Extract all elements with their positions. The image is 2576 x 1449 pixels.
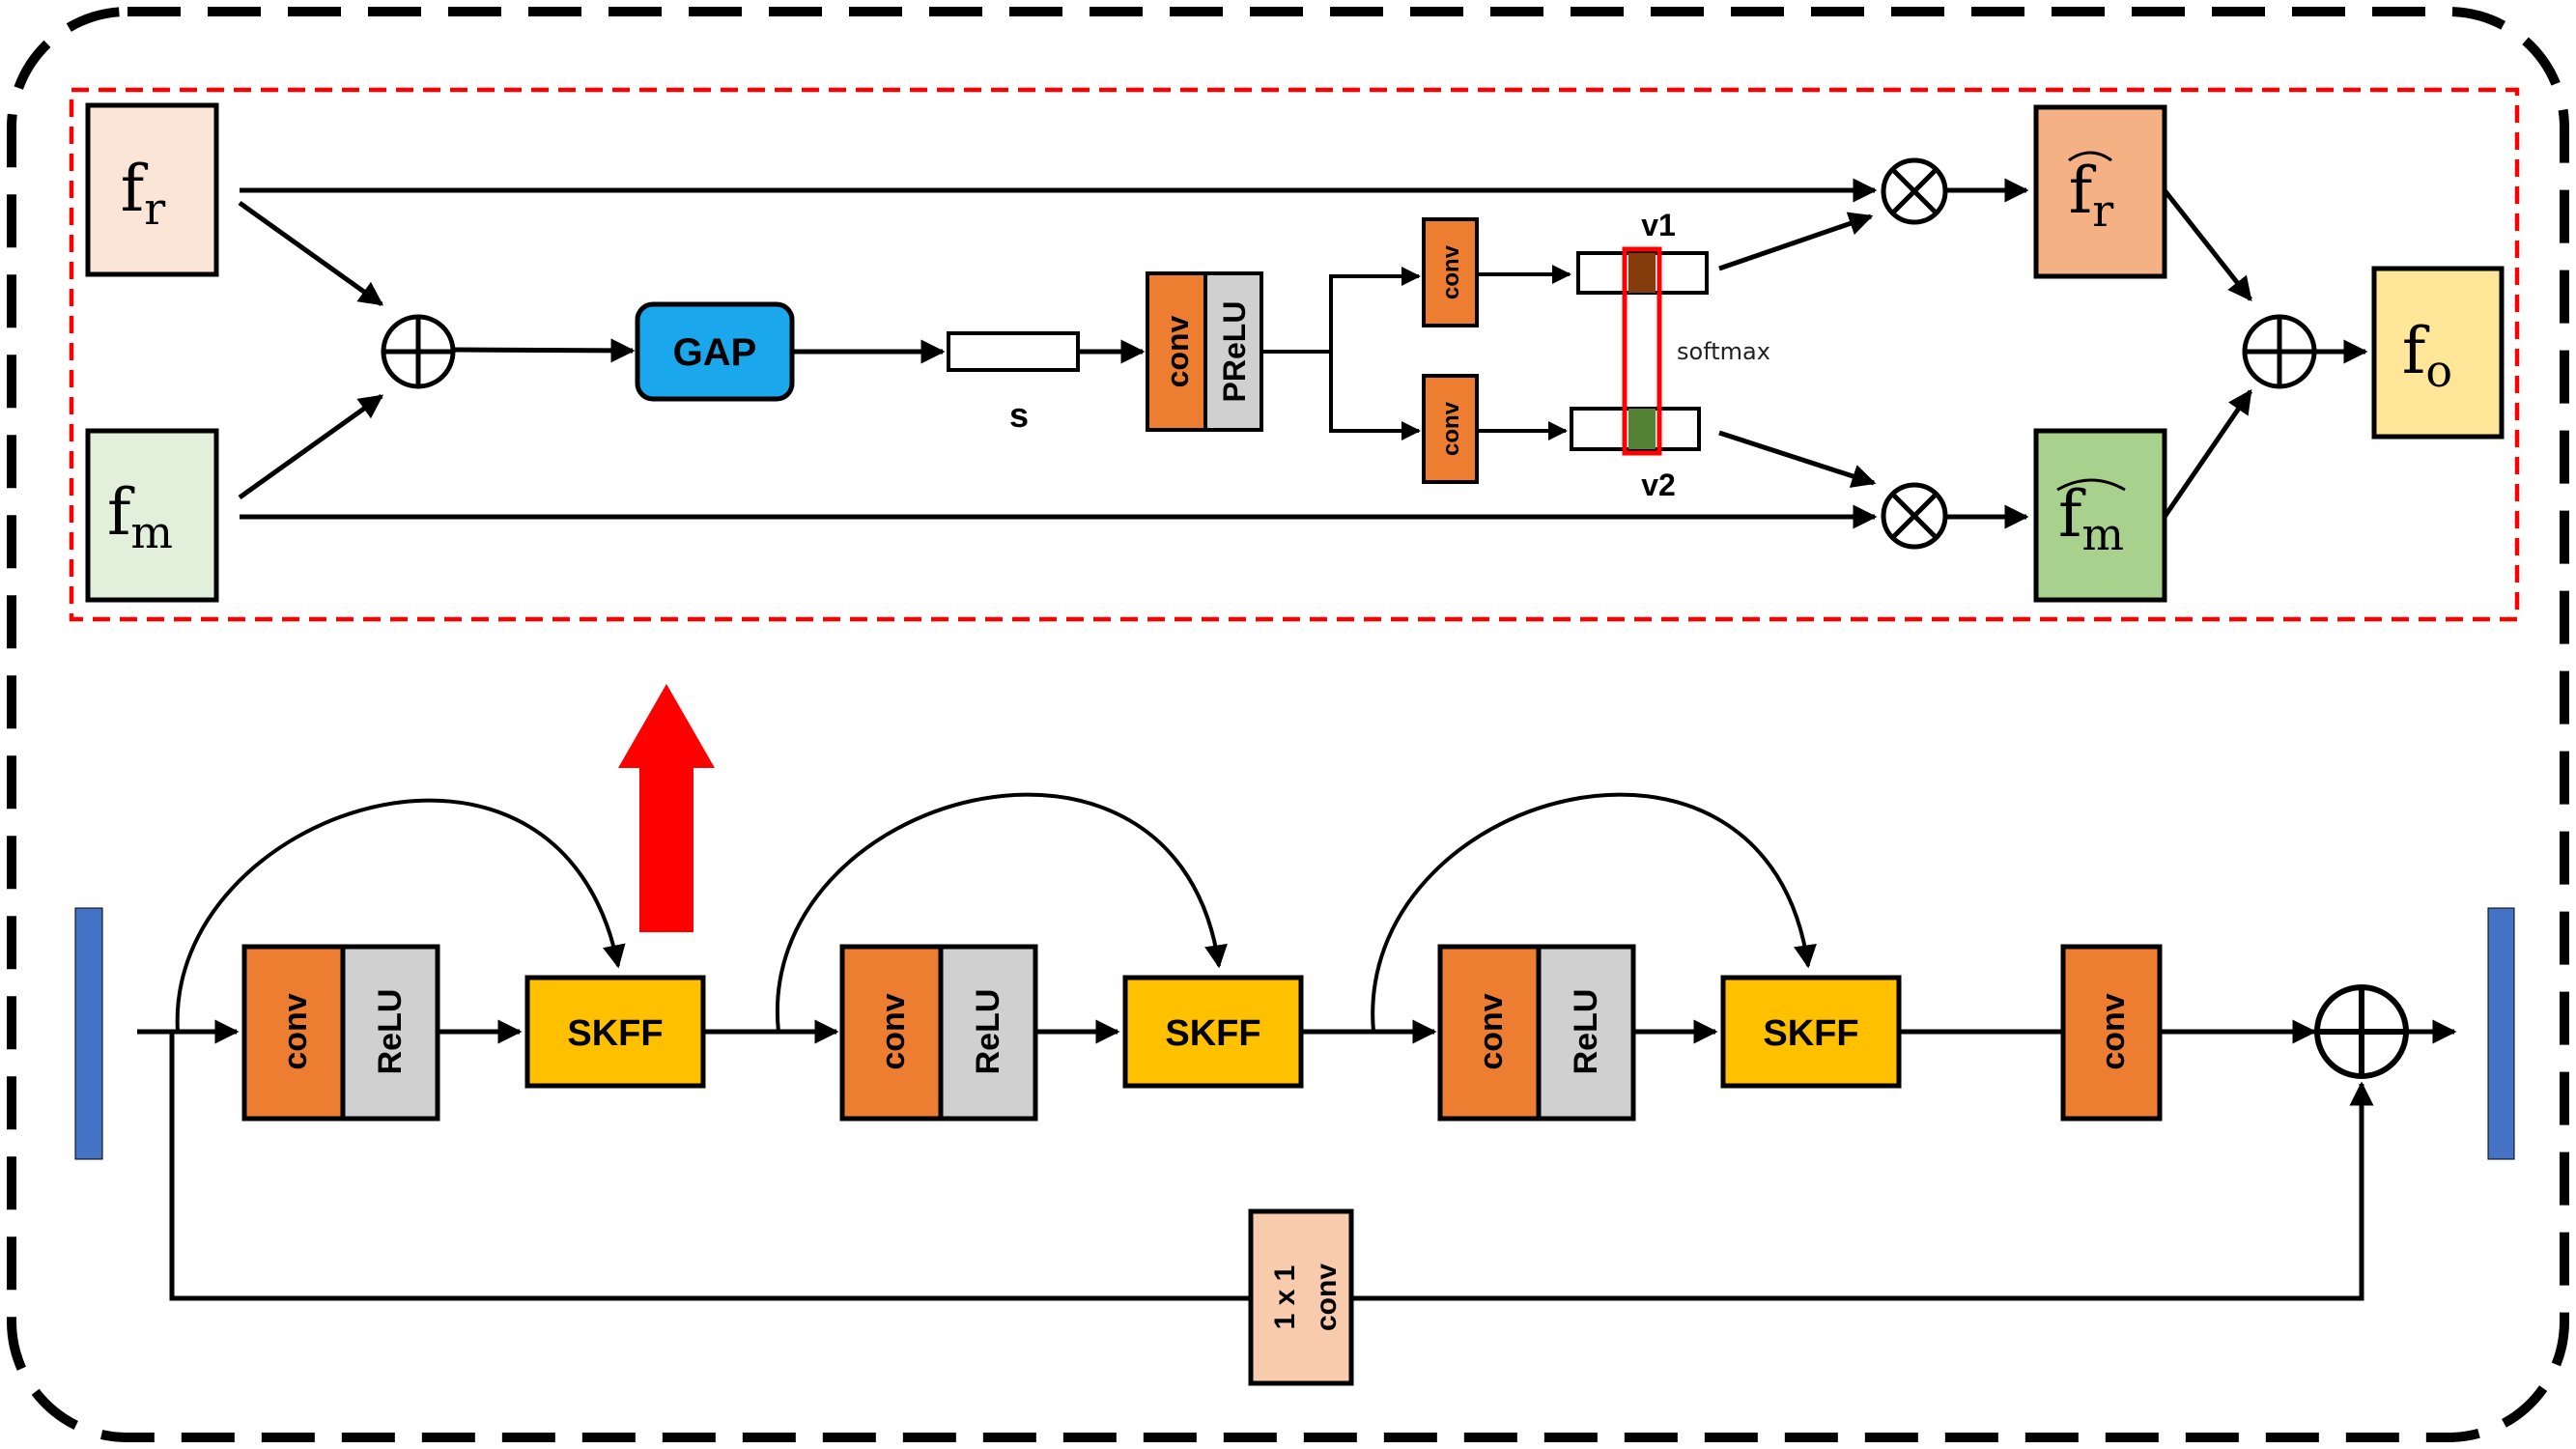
detail-conv-label: conv	[1160, 315, 1195, 387]
conv-bottom-box	[1422, 374, 1479, 484]
mul-node-top	[1881, 157, 1948, 225]
fm-to-add-wire	[238, 393, 384, 500]
branch-wire	[1261, 276, 1333, 431]
v2-to-mul-wire	[1718, 430, 1877, 488]
v1-to-mul-wire	[1718, 212, 1874, 271]
fr-sub: r	[144, 183, 165, 235]
zoom-arrow	[618, 684, 715, 932]
block3-conv-box	[1437, 944, 1542, 1122]
final-conv-box	[2060, 944, 2163, 1122]
block1-relu-label: ReLU	[372, 989, 409, 1075]
fm-box	[85, 428, 219, 603]
fm-label: fm	[107, 475, 173, 558]
softmax-label: softmax	[1677, 338, 1770, 365]
fo-sub: o	[2425, 345, 2452, 397]
block1-skff-box	[524, 975, 706, 1089]
v1-label: v1	[1641, 208, 1676, 242]
s-label: s	[1009, 395, 1029, 435]
pipeline: 1 x 1 conv conv ReLU SKFF conv ReLU SKFF…	[74, 792, 2515, 1386]
add-to-gap-wire	[452, 338, 636, 363]
detail-prelu-label: PReLU	[1217, 301, 1252, 403]
fm-sub: m	[130, 506, 173, 558]
block1-conv-box	[241, 944, 346, 1122]
conv-top-label: conv	[1438, 244, 1464, 299]
block1-skff-label: SKFF	[567, 1013, 663, 1054]
block3-conv-label: conv	[1473, 993, 1510, 1069]
fr-label: fr	[121, 152, 165, 235]
fm-hat-box	[2033, 428, 2167, 603]
frhat-to-add-wire	[2163, 188, 2252, 301]
block2-skff-label: SKFF	[1165, 1013, 1260, 1054]
fo-box	[2371, 266, 2505, 440]
outer-frame	[7, 7, 2569, 1442]
fr-hat-caret	[2068, 151, 2112, 162]
block2-conv-box	[839, 944, 944, 1122]
block2-relu-box	[938, 944, 1038, 1122]
fr-to-add-wire	[238, 200, 384, 307]
v2-label: v2	[1641, 468, 1676, 502]
block2-relu-label: ReLU	[970, 989, 1006, 1075]
input-bar	[74, 907, 103, 1160]
mul-node-bottom	[1881, 482, 1948, 550]
gap-label: GAP	[673, 331, 757, 374]
conv1x1-box	[1248, 1208, 1354, 1386]
block1-conv-label: conv	[277, 993, 314, 1069]
fr-hat-label: fr	[2069, 154, 2113, 237]
fr-hat-box	[2033, 104, 2167, 279]
skff-detail: fr fm GAP s conv PReLU conv con	[85, 102, 2505, 603]
v1-cell	[1628, 253, 1656, 293]
fm-hat-caret	[2056, 478, 2126, 492]
fr-hat-sub: r	[2092, 185, 2113, 237]
conv1x1-label-line2: conv	[1311, 1264, 1343, 1331]
fm-hat-sub: m	[2081, 508, 2124, 560]
conv-bottom-label: conv	[1438, 401, 1464, 456]
conv1x1-label-line1: 1 x 1	[1269, 1265, 1301, 1330]
block3-relu-label: ReLU	[1568, 989, 1604, 1075]
block3-skff-label: SKFF	[1763, 1013, 1858, 1054]
fr-box	[85, 102, 219, 277]
v2-cell	[1628, 409, 1656, 449]
fm-hat-label: fm	[2058, 477, 2124, 560]
fmhat-to-add-wire	[2162, 388, 2253, 519]
detail-prelu-box	[1203, 271, 1263, 432]
skip-arc-1	[175, 798, 626, 1033]
skff-detail-frame	[69, 87, 2520, 622]
output-bar	[2487, 907, 2515, 1160]
s-vector	[947, 331, 1080, 372]
softmax-frame	[1622, 246, 1662, 456]
conv-top-box	[1422, 217, 1479, 327]
fo-label: fo	[2402, 314, 2452, 397]
skip-arc-3	[1371, 792, 1817, 1033]
block2-skff-box	[1122, 975, 1304, 1089]
block2-conv-label: conv	[875, 993, 912, 1069]
final-conv-label: conv	[2095, 993, 2132, 1069]
skip-arc-2	[775, 792, 1228, 1033]
